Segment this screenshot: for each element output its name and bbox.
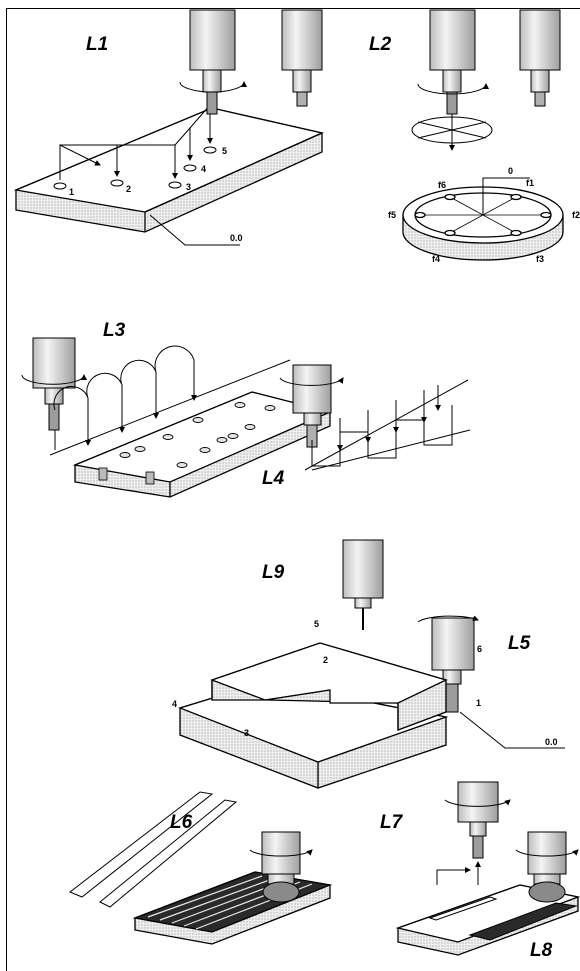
l1-hole-number: 2 — [126, 184, 132, 194]
l4-spindle — [279, 364, 344, 448]
l2-zero-mark: 0 — [508, 166, 514, 176]
l2-spindle — [411, 9, 493, 151]
label-l9: L9 — [262, 562, 285, 583]
l3-spindle — [21, 337, 87, 431]
l7-spindle — [436, 781, 511, 885]
l1-spindle — [179, 9, 247, 115]
l5-point-number: 6 — [477, 644, 483, 654]
l1-hole-number: 1 — [69, 187, 75, 197]
l6-workpiece — [132, 871, 333, 945]
label-l4: L4 — [262, 468, 285, 489]
label-l3: L3 — [103, 320, 126, 341]
label-l6: L6 — [170, 812, 193, 833]
l2-mark-f4: f4 — [432, 254, 441, 264]
l5-datum-label: 0.0 — [545, 737, 558, 747]
l7-workpiece — [395, 884, 580, 956]
l1-hole-number: 5 — [222, 146, 228, 156]
l1-tool-path — [59, 103, 213, 180]
l5-datum-leader — [459, 711, 565, 749]
l4-tool-path — [304, 379, 471, 471]
label-l8: L8 — [530, 940, 553, 961]
label-l2: L2 — [369, 34, 392, 55]
l5-point-number: 5 — [314, 619, 320, 629]
l5-point-number: 2 — [323, 655, 329, 665]
l2-tap-spindle — [519, 9, 561, 107]
label-l1: L1 — [86, 34, 109, 55]
l3-workpiece — [72, 391, 332, 498]
label-l7: L7 — [380, 812, 403, 833]
l2-mark-f3: f3 — [536, 254, 545, 264]
l6-guide-lines — [69, 791, 238, 908]
l2-mark-f5: f5 — [388, 210, 397, 220]
l5-point-number: 3 — [244, 728, 250, 738]
label-l5: L5 — [508, 633, 531, 654]
l5-point-number: 1 — [476, 698, 482, 708]
l2-mark-f6: f6 — [438, 180, 447, 190]
l2-mark-f2: f2 — [572, 210, 580, 220]
l9-probe-spindle — [342, 539, 384, 630]
l8-spindle — [515, 831, 579, 903]
l1-hole-number: 4 — [201, 164, 207, 174]
l1-datum-leader — [149, 214, 240, 246]
l5-workpiece — [178, 642, 449, 789]
l3-tool-path — [49, 345, 291, 456]
l1-datum-label: 0.0 — [230, 233, 243, 243]
l5-point-number: 4 — [172, 699, 178, 709]
l5-spindle — [417, 615, 479, 713]
l1-tap-spindle — [281, 9, 323, 107]
l1-hole-number: 3 — [186, 182, 192, 192]
l1-workpiece — [13, 107, 325, 233]
l2-mark-f1: f1 — [526, 178, 535, 188]
diagram-frame — [6, 8, 580, 971]
l2-disc — [402, 177, 564, 261]
l1-holes — [53, 146, 217, 190]
l6-spindle — [249, 831, 313, 903]
